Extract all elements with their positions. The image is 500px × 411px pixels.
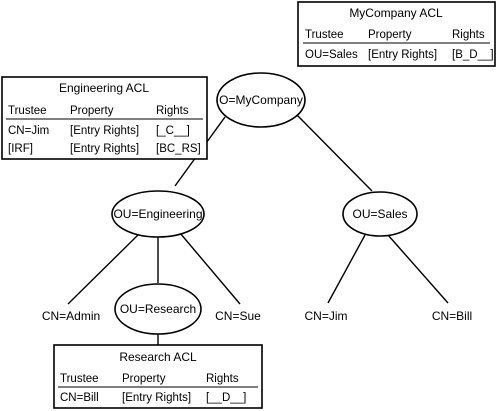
acl-mycompany-header-trustee: Trustee [305,29,344,41]
acl-research-row0-property: [Entry Rights] [122,392,191,404]
acl-engineering-header-trustee: Trustee [8,105,47,117]
acl-box-research: Research ACL Trustee Property Rights CN=… [53,344,263,409]
edge-engineering-admin [67,232,141,305]
acl-mycompany-row0-trustee: OU=Sales [305,49,358,61]
edge-sales-bill [387,234,449,304]
acl-research-title: Research ACL [119,350,197,364]
node-root-label: O=MyCompany [219,93,303,107]
edge-sales-jim [327,234,366,304]
acl-box-mycompany: MyCompany ACL Trustee Property Rights OU… [297,1,496,67]
acl-research-header-trustee: Trustee [60,373,99,385]
acl-mycompany-row0-property: [Entry Rights] [368,49,437,61]
acl-research-header-property: Property [122,373,166,385]
acl-box-engineering: Engineering ACL Trustee Property Rights … [1,76,208,160]
node-sales-label: OU=Sales [352,207,407,221]
node-bill-label: CN=Bill [432,309,472,323]
acl-engineering-row1-property: [Entry Rights] [70,143,139,155]
node-engineering: OU=Engineering [111,190,205,238]
node-sue-label: CN=Sue [215,309,261,323]
acl-mycompany-row0-rights: [B_D__] [452,49,494,61]
node-sales: OU=Sales [342,191,418,237]
acl-research-row0-rights: [__D__] [206,392,246,404]
acl-mycompany-header-rights: Rights [452,29,485,41]
acl-engineering-row1-rights: [BC_RS] [156,143,201,155]
node-jim-label: CN=Jim [304,309,347,323]
acl-research-row0-trustee: CN=Bill [60,392,99,404]
acl-engineering-header-property: Property [70,105,114,117]
acl-engineering-row0-rights: [_C__] [156,125,190,137]
node-engineering-label: OU=Engineering [113,207,202,221]
node-research: OU=Research [114,283,202,335]
edge-engineering-sue [179,232,241,305]
acl-engineering-row0-property: [Entry Rights] [70,125,139,137]
node-root: O=MyCompany [216,72,306,128]
acl-research-header-rights: Rights [206,373,239,385]
acl-engineering-row1-trustee: [IRF] [8,143,33,155]
acl-engineering-title: Engineering ACL [59,81,149,95]
edge-root-sales [296,114,373,192]
tree-edges [67,114,449,345]
acl-engineering-row0-trustee: CN=Jim [8,125,49,137]
node-admin-label: CN=Admin [42,309,100,323]
node-research-label: OU=Research [120,302,196,316]
acl-mycompany-header-property: Property [368,29,412,41]
acl-engineering-header-rights: Rights [156,105,189,117]
acl-mycompany-title: MyCompany ACL [349,6,443,20]
